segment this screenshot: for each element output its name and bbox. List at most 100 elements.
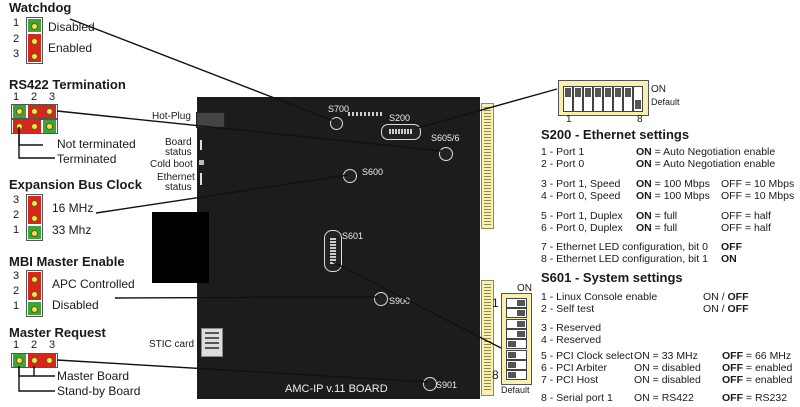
s601-row-label: 4 - Reserved bbox=[541, 334, 602, 346]
master-pin-3: 3 bbox=[49, 339, 56, 351]
rs422-leader bbox=[56, 110, 443, 152]
s605-label: S605/6 bbox=[431, 133, 460, 143]
s200-row-off: OFF = 10 Mbps bbox=[721, 178, 795, 190]
watchdog-pin-3: 3 bbox=[13, 48, 20, 60]
stic-card-label: STIC card bbox=[149, 339, 195, 350]
cold-boot-button bbox=[199, 160, 204, 165]
watchdog-pin-2: 2 bbox=[13, 33, 20, 45]
s200-dip-slot bbox=[613, 86, 623, 112]
mbi-title: MBI Master Enable bbox=[9, 254, 125, 269]
s200-dip-switch bbox=[558, 80, 649, 116]
expansion-16mhz-label: 16 MHz bbox=[52, 201, 94, 215]
rs422-not-terminated-label: Not terminated bbox=[57, 137, 136, 151]
master-jumper bbox=[11, 353, 58, 368]
s200-row-off: OFF = half bbox=[721, 222, 771, 234]
s200-row-label: 2 - Port 0 bbox=[541, 158, 585, 170]
s200-row-value: ON bbox=[721, 253, 737, 265]
s601-row-label: 2 - Self test bbox=[541, 303, 595, 315]
mbi-apc-label: APC Controlled bbox=[52, 277, 135, 291]
s601-dip-slot bbox=[506, 318, 527, 329]
s200-row-label: 8 - Ethernet LED configuration, bit 1 bbox=[541, 253, 708, 265]
master-request-title: Master Request bbox=[9, 325, 106, 340]
s601-row-label: 6 - PCI Arbiter bbox=[541, 362, 607, 374]
rs422-terminated-label: Terminated bbox=[57, 152, 117, 166]
s200-row-label: 5 - Port 1, Duplex bbox=[541, 210, 623, 222]
s901-switch bbox=[423, 377, 437, 391]
rs422-jumper-row-1 bbox=[11, 104, 58, 119]
s200-row-label: 6 - Port 0, Duplex bbox=[541, 222, 623, 234]
upper-edge-connector bbox=[481, 103, 494, 229]
s901-label: S901 bbox=[436, 380, 458, 390]
rs422-jumper-row-2 bbox=[11, 119, 58, 134]
s605-switch bbox=[439, 147, 453, 161]
s601-label: S601 bbox=[342, 231, 364, 241]
s200-dip-slot bbox=[593, 86, 603, 112]
watchdog-pin-1: 1 bbox=[13, 17, 20, 29]
rs422-pin-1: 1 bbox=[13, 91, 20, 103]
mbi-pin-2: 2 bbox=[13, 285, 20, 297]
s200-dip-num-8: 8 bbox=[637, 114, 643, 125]
s601-leader bbox=[332, 261, 502, 349]
s200-dip-slot bbox=[623, 86, 633, 112]
s601-row-on: ON = disabled bbox=[634, 362, 701, 374]
ethernet-status-label-2: status bbox=[165, 182, 192, 193]
s200-row-off: OFF = 10 Mbps bbox=[721, 190, 795, 202]
expansion-33mhz-label: 33 Mhz bbox=[52, 223, 92, 237]
s200-row-value: ON = full bbox=[636, 210, 678, 222]
s200-row-value: ON = Auto Negotiation enable bbox=[636, 158, 776, 170]
s601-dip-slot bbox=[506, 328, 527, 339]
watchdog-leader bbox=[69, 18, 335, 122]
mbi-pin-1: 1 bbox=[13, 300, 20, 312]
s200-row-label: 1 - Port 1 bbox=[541, 146, 585, 158]
s601-switch bbox=[324, 230, 342, 272]
s200-switch bbox=[381, 124, 421, 140]
s200-row-value: ON = full bbox=[636, 222, 678, 234]
expansion-pin-1: 1 bbox=[13, 224, 20, 236]
board-status-label-2: status bbox=[165, 147, 192, 158]
cold-boot-label: Cold boot bbox=[150, 159, 193, 170]
master-board-label: Master Board bbox=[57, 369, 130, 383]
watchdog-jumper bbox=[26, 17, 43, 64]
s600-label: S600 bbox=[362, 167, 384, 177]
s200-row-off: OFF = half bbox=[721, 210, 771, 222]
board-status-label-1: Board bbox=[165, 137, 192, 148]
s200-dip-slot bbox=[573, 86, 583, 112]
s200-dip-slot bbox=[633, 86, 643, 112]
s601-dip-slot bbox=[506, 359, 527, 370]
s601-row-label: 3 - Reserved bbox=[541, 322, 602, 334]
s601-dip-switch bbox=[501, 293, 532, 385]
s200-row-value: ON = Auto Negotiation enable bbox=[636, 146, 776, 158]
expansion-pin-3: 3 bbox=[13, 194, 20, 206]
expansion-pin-2: 2 bbox=[13, 209, 20, 221]
hot-plug-label: Hot-Plug bbox=[152, 111, 191, 122]
master-pin-1: 1 bbox=[13, 339, 20, 351]
board-status-led bbox=[200, 140, 205, 150]
s200-title: S200 - Ethernet settings bbox=[541, 127, 690, 142]
s700-header bbox=[348, 112, 382, 116]
s200-dip-num-1: 1 bbox=[566, 114, 572, 125]
rs422-pin-2: 2 bbox=[31, 91, 38, 103]
mbi-disabled-label: Disabled bbox=[52, 298, 99, 312]
s200-dip-default-label: Default bbox=[651, 97, 680, 107]
mbi-jumper bbox=[26, 270, 43, 317]
s601-row-off: OFF = enabled bbox=[722, 374, 793, 386]
s200-row-value: ON = 100 Mbps bbox=[636, 178, 710, 190]
rs422-title: RS422 Termination bbox=[9, 77, 126, 92]
s200-row-label: 3 - Port 1, Speed bbox=[541, 178, 621, 190]
s200-leader bbox=[416, 88, 558, 129]
s601-dip-slot bbox=[506, 308, 527, 319]
s700-label: S700 bbox=[328, 104, 350, 114]
master-leader bbox=[56, 359, 429, 383]
s200-row-value: OFF bbox=[721, 241, 742, 253]
s601-dip-on-label: ON bbox=[517, 283, 532, 294]
s601-row-on: ON = disabled bbox=[634, 374, 701, 386]
s601-row-on: ON / OFF bbox=[703, 303, 749, 315]
master-bracket-3 bbox=[18, 366, 55, 392]
s601-row-off: OFF = 66 MHz bbox=[722, 350, 792, 362]
s601-row-off: OFF = enabled bbox=[722, 362, 793, 374]
expansion-clock-title: Expansion Bus Clock bbox=[9, 177, 142, 192]
ethernet-status-label-1: Ethernet bbox=[157, 172, 195, 183]
s601-dip-slot bbox=[506, 298, 527, 308]
s601-row-label: 5 - PCI Clock select bbox=[541, 350, 634, 362]
